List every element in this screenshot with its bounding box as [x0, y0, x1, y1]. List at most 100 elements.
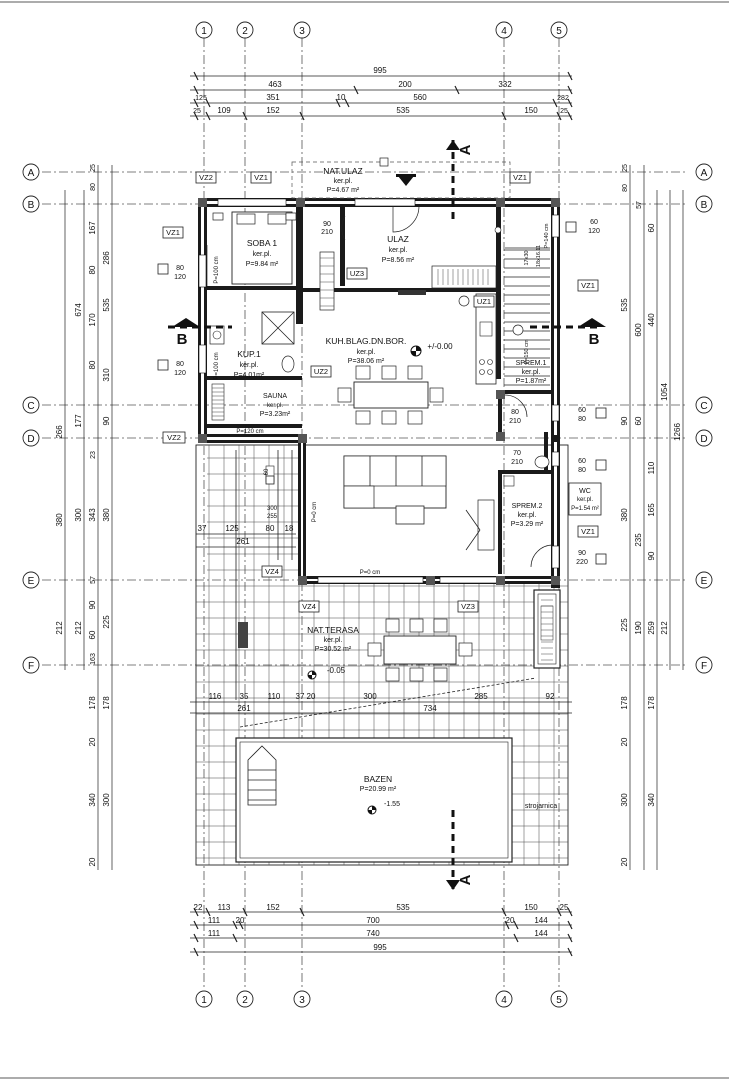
- svg-text:110: 110: [647, 461, 656, 474]
- svg-text:80: 80: [88, 265, 97, 274]
- svg-text:995: 995: [373, 66, 387, 75]
- room-area-kuh-blag: P=38.06 m²: [348, 358, 385, 365]
- svg-text:343: 343: [88, 508, 97, 522]
- svg-text:ker.pl.: ker.pl.: [253, 251, 272, 258]
- svg-text:10: 10: [337, 93, 346, 102]
- svg-text:90: 90: [102, 416, 111, 425]
- svg-text:ker.pl.: ker.pl.: [577, 497, 593, 503]
- room-name-wc: WC: [579, 488, 591, 495]
- svg-text:18x16.11: 18x16.11: [536, 245, 542, 267]
- svg-text:463: 463: [268, 80, 282, 89]
- tag-vz2-top: VZ2: [199, 173, 213, 182]
- light-fixture: [379, 157, 389, 167]
- level-pool: -1.55: [384, 801, 400, 808]
- svg-text:80: 80: [266, 524, 275, 533]
- svg-text:20: 20: [506, 916, 515, 925]
- dimension-chain-right: 80 25 57 60 535 600 440 90 60 1054 1266 …: [620, 164, 684, 870]
- room-name-nat-terasa: NAT.TERASA: [307, 625, 359, 635]
- svg-text:57: 57: [636, 201, 643, 209]
- svg-text:25: 25: [622, 164, 629, 172]
- svg-text:60: 60: [88, 630, 97, 639]
- room-name-bazen: BAZEN: [364, 774, 392, 784]
- svg-text:150: 150: [524, 903, 538, 912]
- svg-text:178: 178: [88, 696, 97, 710]
- svg-text:259: 259: [647, 621, 656, 635]
- svg-text:E: E: [28, 576, 35, 587]
- room-name-sauna: SAUNA: [263, 393, 287, 400]
- svg-text:125: 125: [225, 524, 239, 533]
- entrance-hall: ULAZ ker.pl. P=8.56 m² 90 210: [319, 205, 497, 311]
- svg-text:380: 380: [102, 508, 111, 522]
- tag-uz2: UZ2: [314, 367, 328, 376]
- wc-storage: 70 210 WC ker.pl. P=1.54 m² SPREM.2 ker.…: [503, 450, 602, 568]
- room-name-nat-ulaz: NAT.ULAZ: [323, 166, 363, 176]
- opening-tags: VZ2 VZ1 VZ1 VZ1 VZ1 UZ3 UZ1 UZ2 VZ2 VZ1 …: [162, 171, 599, 613]
- svg-text:60: 60: [578, 458, 586, 465]
- svg-text:177: 177: [74, 414, 83, 428]
- level-terrace: -0.05: [327, 666, 346, 675]
- svg-text:P=0 cm: P=0 cm: [360, 570, 381, 576]
- room-area-bazen: P=20.99 m²: [360, 786, 397, 793]
- pool: BAZEN P=20.99 m² -1.55 strojarnica: [235, 737, 557, 863]
- dimension-chain-sub: 37 125 80 18 261 116 35 110 37 20 300 28…: [190, 524, 572, 714]
- svg-text:18: 18: [285, 524, 294, 533]
- svg-text:B: B: [701, 200, 708, 211]
- strojarnica-label: strojarnica: [525, 803, 557, 810]
- axis-bubbles-x: 1 2 3 4 5 1 2 3 4 5: [195, 21, 568, 1008]
- level-living: +/-0.00: [427, 342, 453, 351]
- svg-text:P=150 cm: P=150 cm: [524, 339, 530, 364]
- svg-text:90: 90: [88, 600, 97, 609]
- svg-text:535: 535: [396, 106, 410, 115]
- svg-text:210: 210: [509, 418, 521, 425]
- svg-text:266: 266: [55, 425, 64, 439]
- svg-text:332: 332: [498, 80, 512, 89]
- svg-text:D: D: [27, 434, 34, 445]
- tag-vz1-b: VZ1: [513, 173, 527, 182]
- svg-text:4: 4: [501, 26, 507, 37]
- tag-vz1-e: VZ1: [581, 527, 595, 536]
- room-name-kup-1: KUP.1: [237, 349, 261, 359]
- svg-text:535: 535: [396, 903, 410, 912]
- svg-text:80: 80: [511, 409, 519, 416]
- svg-text:B: B: [28, 200, 35, 211]
- svg-text:261: 261: [236, 537, 250, 546]
- svg-text:351: 351: [266, 93, 280, 102]
- svg-text:17x30: 17x30: [524, 251, 530, 266]
- tag-vz3: VZ3: [461, 602, 475, 611]
- room-area-ulaz: P=8.56 m²: [382, 257, 415, 264]
- svg-text:25: 25: [90, 164, 97, 172]
- room-area-nat-terasa: P=30.52 m²: [315, 646, 352, 653]
- svg-text:20: 20: [620, 737, 629, 746]
- svg-text:80: 80: [176, 361, 184, 368]
- svg-text:P=100 cm: P=100 cm: [214, 256, 220, 283]
- section-markers: A A B B: [168, 140, 606, 890]
- svg-text:F: F: [701, 661, 707, 672]
- svg-text:20: 20: [620, 857, 629, 866]
- svg-text:P=120 cm: P=120 cm: [236, 429, 263, 435]
- tag-uz3: UZ3: [350, 269, 364, 278]
- svg-text:90: 90: [578, 550, 586, 557]
- svg-text:300: 300: [102, 793, 111, 807]
- svg-text:57: 57: [90, 576, 97, 584]
- svg-text:22: 22: [194, 903, 203, 912]
- svg-text:P=0 cm: P=0 cm: [312, 502, 318, 523]
- room-name-sprem-1: SPREM.1: [516, 360, 547, 367]
- room-area-sprem-1: P=1.87m²: [516, 378, 547, 385]
- room-area-sprem-2: P=3.29 m²: [511, 521, 544, 528]
- dimension-chain-top: 995 463 200 332 125 351 10 560 282 25 10…: [190, 66, 573, 121]
- svg-text:A: A: [701, 168, 708, 179]
- svg-text:178: 178: [102, 696, 111, 710]
- svg-text:20: 20: [236, 916, 245, 925]
- svg-text:25: 25: [193, 108, 201, 115]
- svg-text:120: 120: [174, 370, 186, 377]
- svg-text:2: 2: [242, 995, 248, 1006]
- svg-text:150: 150: [524, 106, 538, 115]
- svg-text:167: 167: [88, 221, 97, 235]
- room-area-nat-ulaz: P=4.67 m²: [327, 187, 360, 194]
- svg-text:A: A: [28, 168, 35, 179]
- svg-text:70: 70: [513, 450, 521, 457]
- svg-text:144: 144: [534, 929, 548, 938]
- svg-text:60: 60: [634, 416, 643, 425]
- svg-text:3: 3: [299, 26, 305, 37]
- svg-text:60: 60: [590, 219, 598, 226]
